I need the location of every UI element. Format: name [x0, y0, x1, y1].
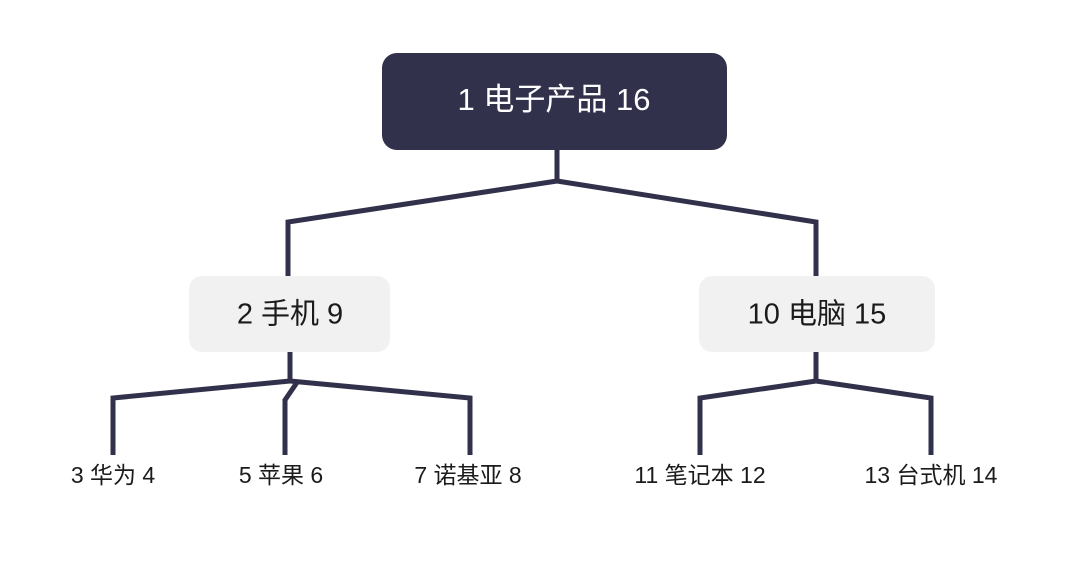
node-leaf-apple[interactable]: 5 苹果 6: [239, 462, 323, 488]
edge-root-to-branch-left: [285, 178, 558, 276]
node-root[interactable]: 1 电子产品 16: [382, 53, 727, 150]
edge-branch-right-to-leaf-5: [815, 378, 934, 455]
node-root-box: [382, 53, 727, 150]
node-branch-right-label: 10 电脑 15: [748, 298, 887, 331]
edge-branch-left-to-leaf-1: [110, 378, 291, 455]
node-leaf-huawei[interactable]: 3 华为 4: [71, 462, 156, 488]
node-leaf-nokia[interactable]: 7 诺基亚 8: [414, 462, 521, 488]
node-branch-right-box: [699, 276, 935, 352]
edge-branch-left-to-leaf-3: [289, 378, 473, 455]
node-leaf-desktop[interactable]: 13 台式机 14: [865, 462, 998, 488]
edge-branch-right-to-leaf-4: [697, 378, 817, 455]
node-branch-left[interactable]: 2 手机 9: [189, 276, 390, 352]
node-branch-left-label: 2 手机 9: [237, 298, 343, 331]
edge-branch-left-to-leaf-2: [282, 379, 301, 455]
node-branch-right[interactable]: 10 电脑 15: [699, 276, 935, 352]
node-branch-left-box: [189, 276, 390, 352]
edge-root-to-branch-right: [556, 178, 819, 276]
node-leaf-laptop[interactable]: 11 笔记本 12: [634, 462, 765, 488]
node-root-label: 1 电子产品 16: [458, 82, 651, 117]
